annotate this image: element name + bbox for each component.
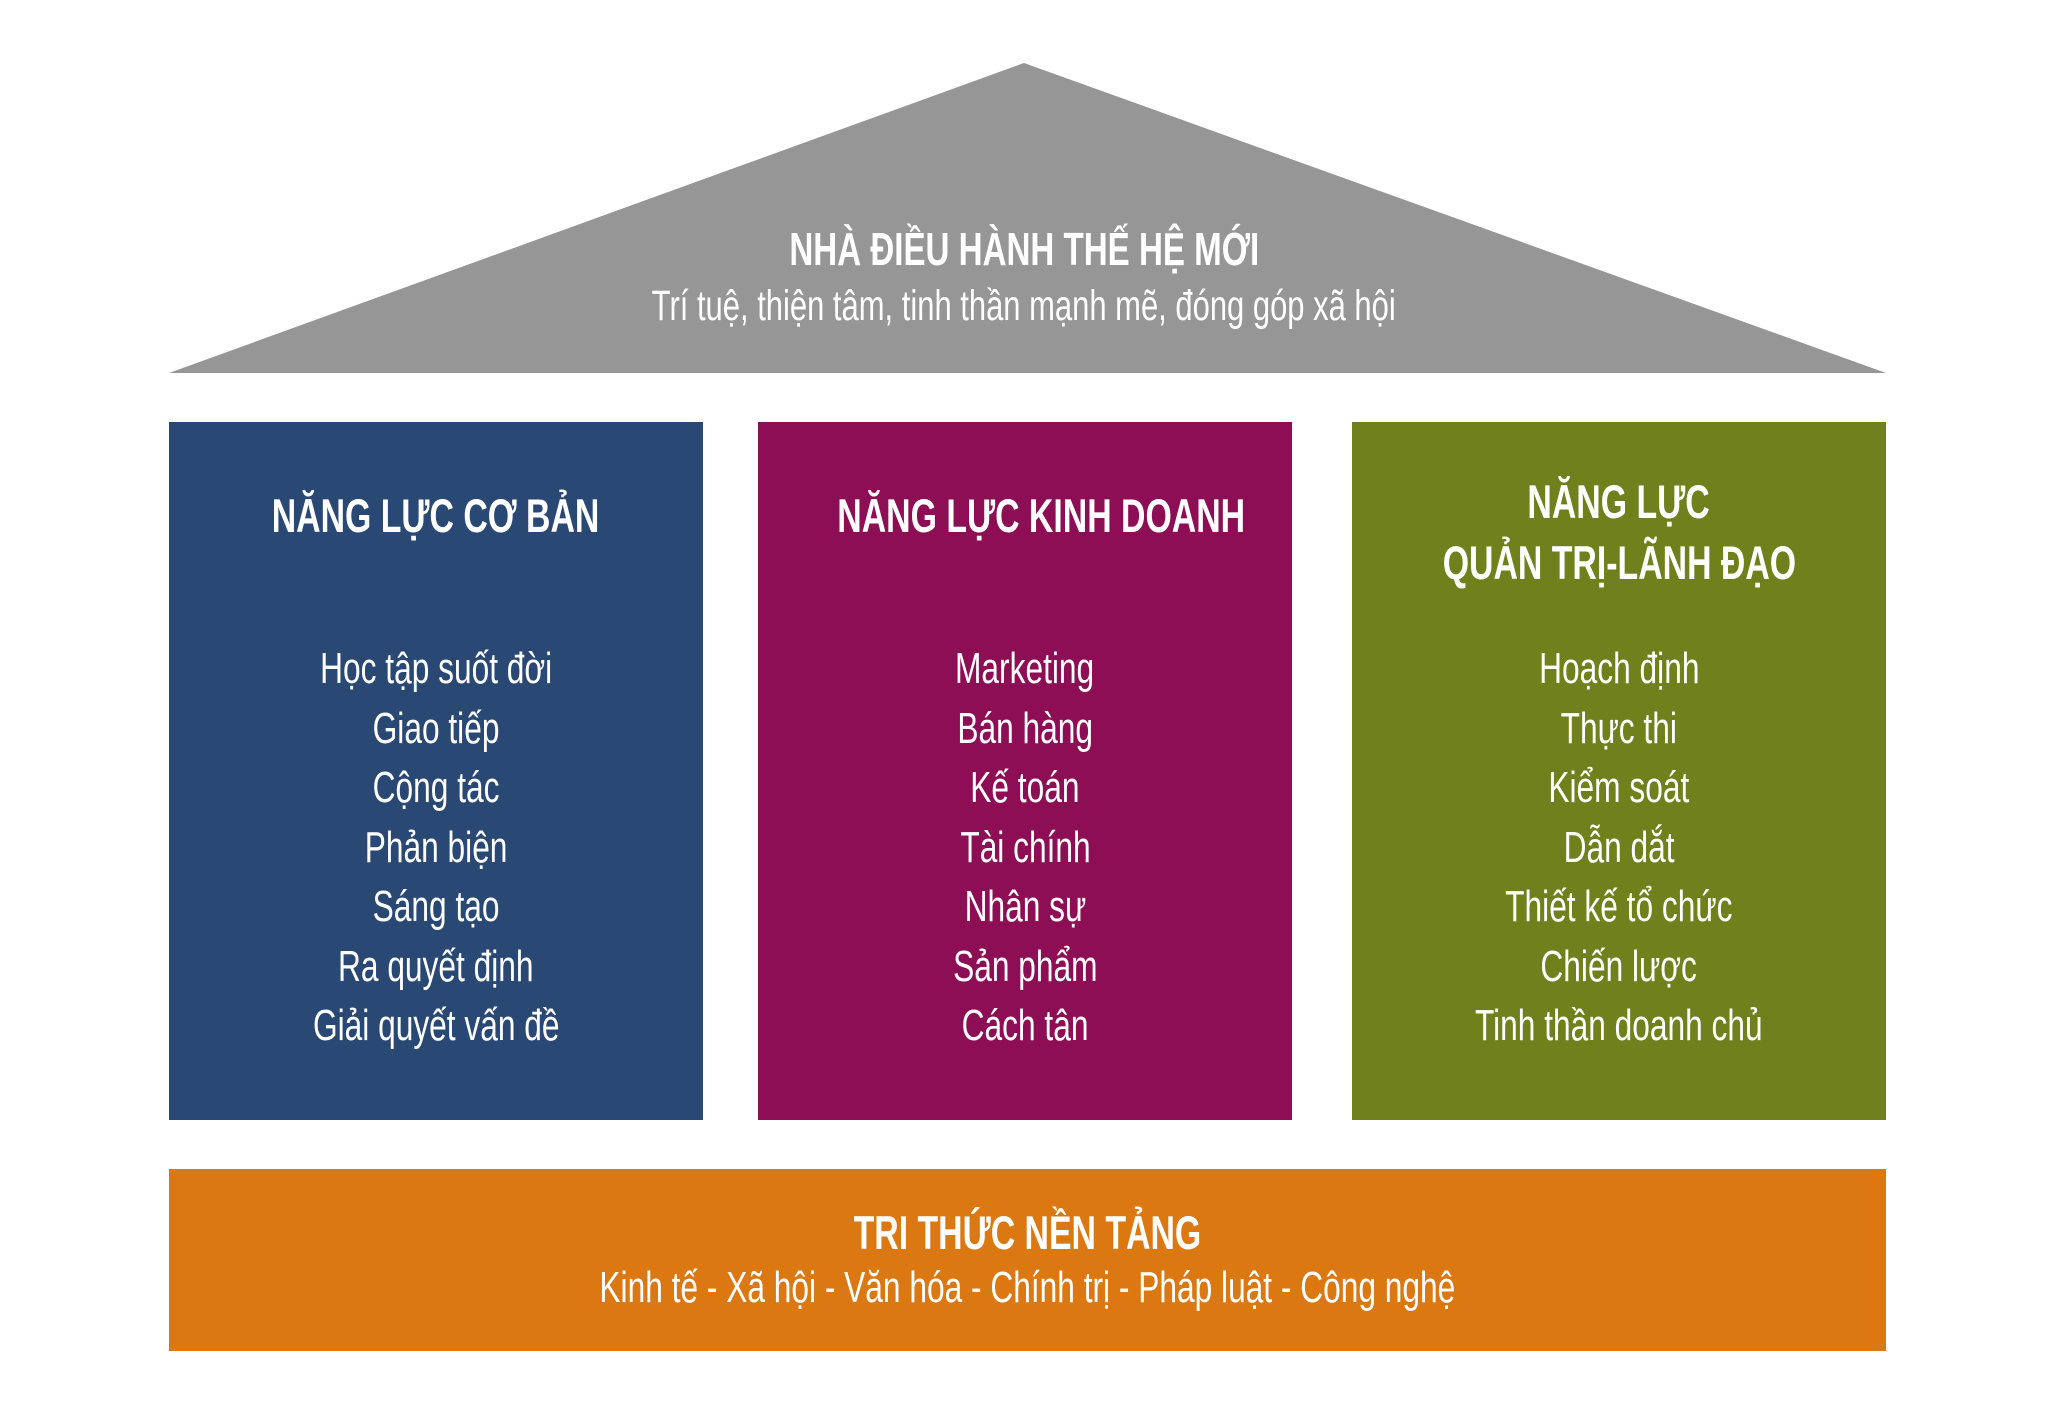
list-item: Kế toán (970, 763, 1080, 812)
list-item: Thực thi (1560, 703, 1678, 753)
pillar-title: NĂNG LỰC KINH DOANH (837, 489, 1246, 542)
list-item: Thiết kế tổ chức (1505, 882, 1733, 931)
list-item: Sản phẩm (952, 941, 1098, 991)
list-item: Học tập suốt đời (319, 644, 553, 693)
list-item: Dẫn dắt (1563, 822, 1675, 872)
pillar-basic-competencies: NĂNG LỰC CƠ BẢN Học tập suốt đời Giao ti… (169, 422, 703, 1120)
roof-triangle (169, 63, 1886, 373)
foundation-bar: TRI THỨC NỀN TẢNG Kinh tế - Xã hội - Văn… (169, 1169, 1886, 1351)
list-item: Marketing (955, 644, 1095, 693)
list-item: Cách tân (961, 1001, 1089, 1050)
foundation-title: TRI THỨC NỀN TẢNG (853, 1206, 1202, 1259)
list-item: Nhân sự (964, 882, 1086, 931)
list-item: Ra quyết định (338, 941, 534, 991)
list-item: Giao tiếp (372, 703, 500, 753)
list-item: Cộng tác (372, 763, 500, 812)
competency-list: Học tập suốt đời Giao tiếp Cộng tác Phản… (169, 639, 703, 1056)
list-item: Tài chính (959, 822, 1091, 872)
pillar-management-leadership: NĂNG LỰC QUẢN TRỊ-LÃNH ĐẠO Hoạch định Th… (1352, 422, 1886, 1120)
pillar-title: NĂNG LỰC CƠ BẢN (272, 489, 600, 542)
pillar-title-line-1: NĂNG LỰC (1527, 475, 1711, 528)
list-item: Kiểm soát (1548, 763, 1690, 812)
list-item: Phản biện (364, 822, 508, 872)
list-item: Chiến lược (1540, 941, 1698, 991)
list-item: Bán hàng (957, 703, 1093, 753)
list-item: Tinh thần doanh chủ (1475, 1001, 1763, 1050)
foundation-subtitle: Kinh tế - Xã hội - Văn hóa - Chính trị -… (599, 1263, 1456, 1312)
pillar-title-line-2: QUẢN TRỊ-LÃNH ĐẠO (1442, 536, 1796, 589)
roof-subtitle: Trí tuệ, thiện tâm, tinh thần mạnh mẽ, đ… (651, 282, 1397, 330)
list-item: Giải quyết vấn đề (312, 1001, 560, 1050)
pillar-business-competencies: NĂNG LỰC KINH DOANH Marketing Bán hàng K… (758, 422, 1292, 1120)
roof-title: NHÀ ĐIỀU HÀNH THẾ HỆ MỚI (789, 223, 1259, 275)
competency-list: Marketing Bán hàng Kế toán Tài chính Nhâ… (758, 639, 1292, 1056)
list-item: Hoạch định (1538, 644, 1700, 693)
list-item: Sáng tạo (372, 882, 500, 931)
competency-list: Hoạch định Thực thi Kiểm soát Dẫn dắt Th… (1352, 639, 1886, 1056)
